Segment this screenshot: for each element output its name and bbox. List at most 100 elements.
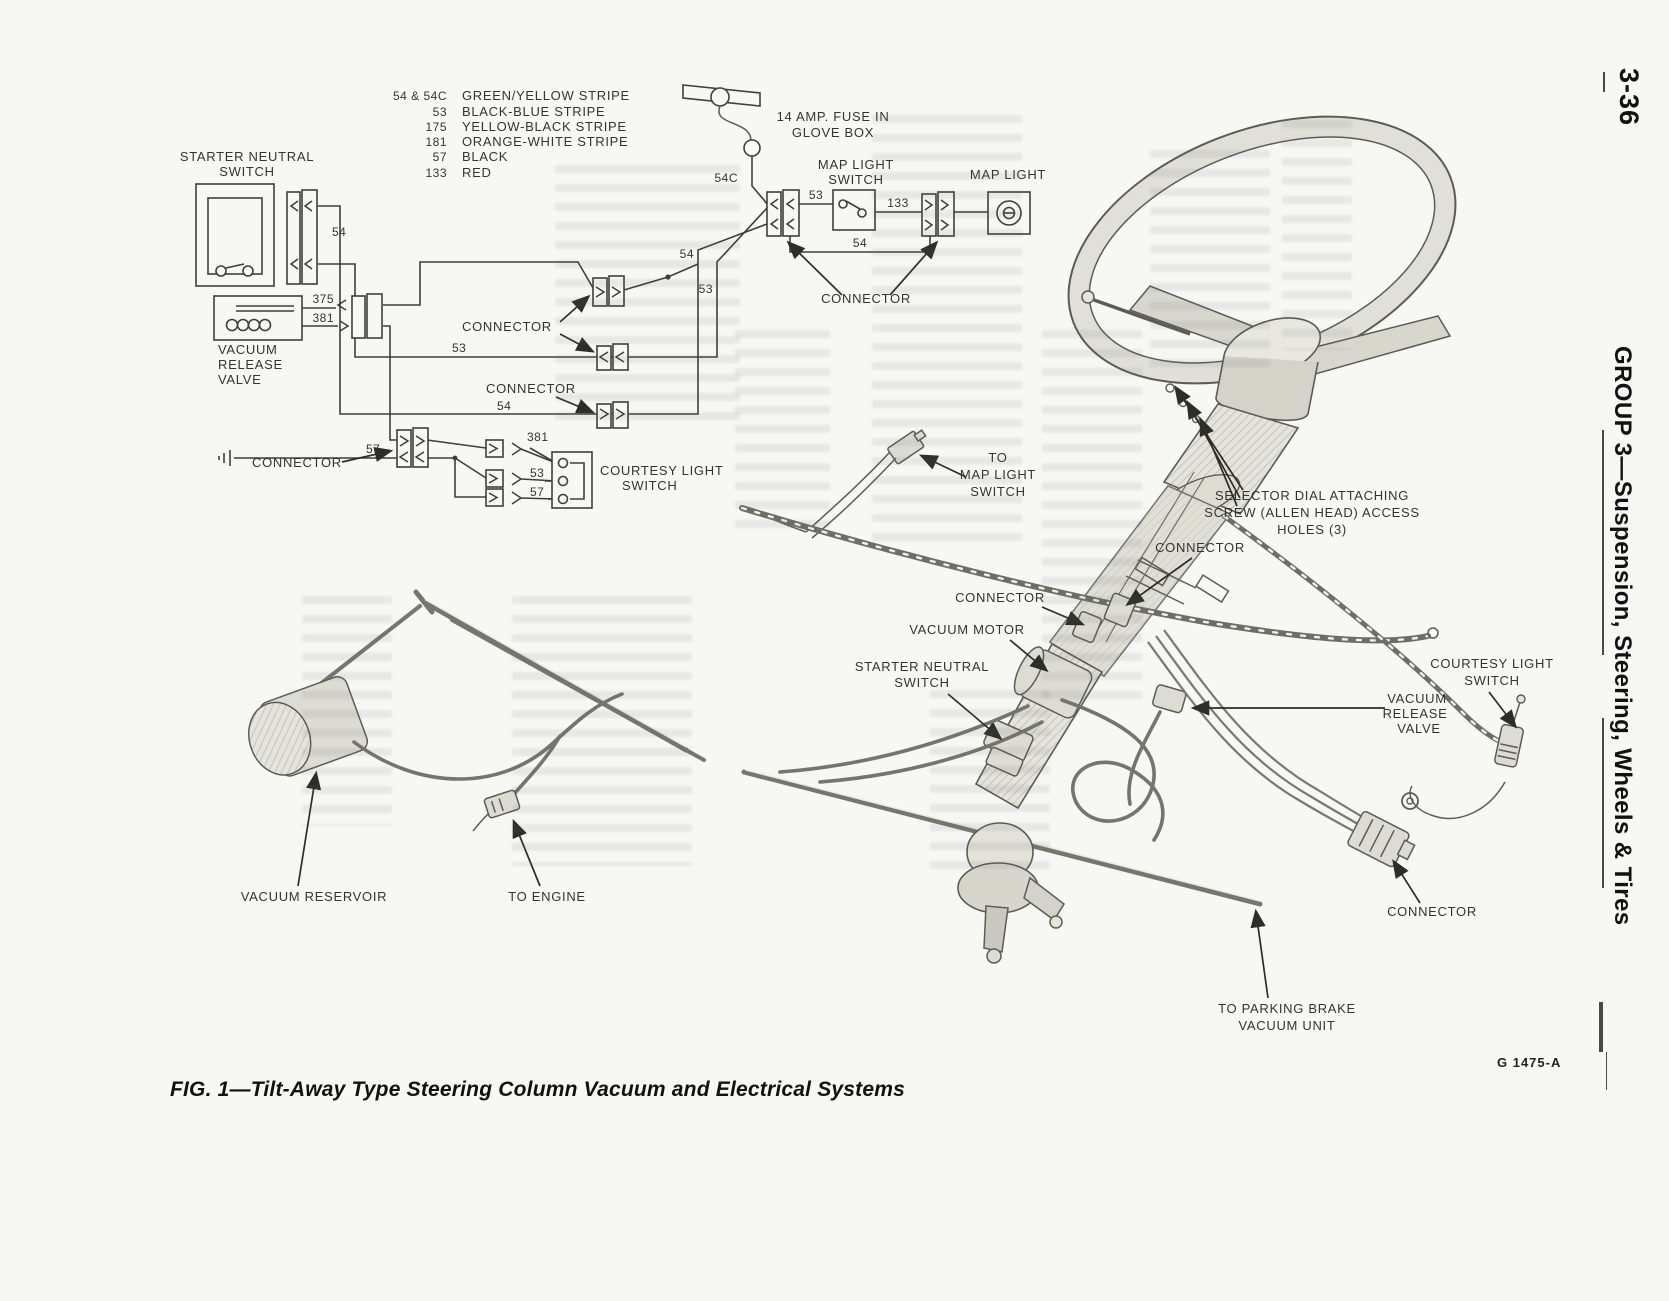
map-light-lamp <box>987 191 1031 235</box>
wire-label-57: 57 <box>530 485 544 499</box>
starter-neutral-label-line1: STARTER NEUTRAL <box>855 659 989 674</box>
engine-hose <box>512 734 562 796</box>
wire-label-375: 375 <box>312 292 334 306</box>
vacuum-release-label-line2: RELEASE <box>218 357 283 372</box>
courtesy-light-label-line1: COURTESY LIGHT <box>1430 656 1553 671</box>
connector-label: CONNECTOR <box>1387 904 1477 919</box>
sidebar-rule <box>1602 718 1604 888</box>
courtesy-light-switch-schematic <box>551 451 593 509</box>
starter-neutral-label-line2: SWITCH <box>894 675 949 690</box>
legend-code: 181 <box>425 135 447 149</box>
legend-code: 175 <box>425 120 447 134</box>
wire-label-381: 381 <box>527 430 549 444</box>
legend-desc: RED <box>462 165 492 180</box>
lower-connector-part <box>1347 811 1416 868</box>
connector-label: CONNECTOR <box>1155 540 1245 555</box>
bullet-connectors <box>485 439 557 507</box>
vacuum-release-valve-part <box>1152 684 1187 714</box>
starter-neutral-label-line2: SWITCH <box>219 164 274 179</box>
connector-b1 <box>596 343 629 371</box>
connector-b2 <box>596 401 629 429</box>
turn-signal-lever <box>1093 298 1191 336</box>
sidebar-rule <box>1602 430 1604 655</box>
group-title: GROUP 3—Suspension, Steering, Wheels & T… <box>1609 346 1636 926</box>
connector-label: CONNECTOR <box>252 455 342 470</box>
courtesy-light-label-line2: SWITCH <box>622 478 677 493</box>
legend-desc: BLACK-BLUE STRIPE <box>462 104 605 119</box>
vacuum-release-label-line1: VACUUM <box>218 342 278 357</box>
engine-plug <box>483 789 521 819</box>
wire-label-53: 53 <box>530 466 544 480</box>
ground-symbol <box>218 450 231 466</box>
vacuum-release-label-line1: VACUUM <box>1387 691 1447 706</box>
map-light-connector-2 <box>921 191 955 237</box>
legend-code: 53 <box>433 105 447 119</box>
reservoir-tube <box>308 604 422 694</box>
connector-a <box>592 275 625 307</box>
connector-label: CONNECTOR <box>955 590 1045 605</box>
to-engine-label: TO ENGINE <box>508 889 586 904</box>
legend-desc: BLACK <box>462 149 508 164</box>
reservoir-hose <box>352 692 624 781</box>
sidebar-rule <box>1603 72 1605 92</box>
parking-brake-label-line2: VACUUM UNIT <box>1238 1018 1335 1033</box>
column-clamp <box>1195 574 1230 604</box>
legend-code: 54 & 54C <box>393 89 447 103</box>
courtesy-light-label-line2: SWITCH <box>1464 673 1519 688</box>
fuse-assembly <box>682 84 761 157</box>
figure-code: G 1475-A <box>1497 1055 1562 1070</box>
map-light-label: MAP LIGHT <box>970 167 1046 182</box>
wire-label-54: 54 <box>680 247 694 261</box>
wire-label-53: 53 <box>452 341 466 355</box>
fuse-label-line1: 14 AMP. FUSE IN <box>777 109 890 124</box>
map-light-switch-label-line2: SWITCH <box>828 172 883 187</box>
map-light-connector-1 <box>766 189 800 237</box>
allen-access-hole <box>1165 383 1175 393</box>
vacuum-release-label-line2: RELEASE <box>1383 706 1448 721</box>
legend-code: 57 <box>433 150 447 164</box>
steering-wheel <box>1067 115 1457 422</box>
courtesy-light-label-line1: COURTESY LIGHT <box>600 463 723 478</box>
starter-neutral-label-line1: STARTER NEUTRAL <box>180 149 314 164</box>
connector-d <box>396 427 429 468</box>
wire-label-54: 54 <box>332 225 346 239</box>
vacuum-release-label-line3: VALVE <box>218 372 261 387</box>
to-map-light-label-line1: TO <box>988 450 1007 465</box>
wire-label-53: 53 <box>809 188 823 202</box>
figure-caption: FIG. 1—Tilt-Away Type Steering Column Va… <box>170 1078 905 1101</box>
column-clamp <box>1134 556 1171 587</box>
parking-brake-label-line1: TO PARKING BRAKE <box>1218 1001 1356 1016</box>
legend-desc: YELLOW-BLACK STRIPE <box>462 119 627 134</box>
wire-label-133: 133 <box>887 196 909 210</box>
wire-label-381: 381 <box>312 311 334 325</box>
map-light-switch-schematic <box>832 189 876 231</box>
wrapped-harness <box>739 505 1431 644</box>
wiring-schematic: 54 & 54C GREEN/YELLOW STRIPE 53 BLACK-BL… <box>180 84 1046 509</box>
legend-desc: GREEN/YELLOW STRIPE <box>462 88 630 103</box>
to-map-light-label-line2: MAP LIGHT <box>960 467 1036 482</box>
connector-label: CONNECTOR <box>486 381 576 396</box>
courtesy-light-switch-part <box>1401 694 1526 820</box>
starter-neutral-switch-schematic <box>195 183 318 287</box>
fuse-label-line2: GLOVE BOX <box>792 125 874 140</box>
wire-color-legend: 54 & 54C GREEN/YELLOW STRIPE 53 BLACK-BL… <box>393 88 630 180</box>
wire-label-53: 53 <box>699 282 713 296</box>
hose-loops <box>1060 698 1165 842</box>
selector-dial-label-line2: SCREW (ALLEN HEAD) ACCESS <box>1204 505 1419 520</box>
selector-dial-label-line1: SELECTOR DIAL ATTACHING <box>1215 488 1409 503</box>
sidebar-rule <box>1599 1002 1603 1052</box>
vacuum-reservoir-label: VACUUM RESERVOIR <box>241 889 388 904</box>
vacuum-release-valve-schematic <box>213 293 383 341</box>
hose-to-left <box>778 704 1030 774</box>
legend-code: 133 <box>425 166 447 180</box>
illustration-callouts: TO MAP LIGHT SWITCH SELECTOR DIAL ATTACH… <box>241 385 1553 1033</box>
hose-to-left <box>818 720 1044 784</box>
selector-dial-label-line3: HOLES (3) <box>1277 522 1347 537</box>
map-light-switch-label-line1: MAP LIGHT <box>818 157 894 172</box>
wire-label-54: 54 <box>497 399 511 413</box>
wire-label-54: 54 <box>853 236 867 250</box>
vacuum-tube <box>450 618 706 762</box>
connector-label: CONNECTOR <box>462 319 552 334</box>
